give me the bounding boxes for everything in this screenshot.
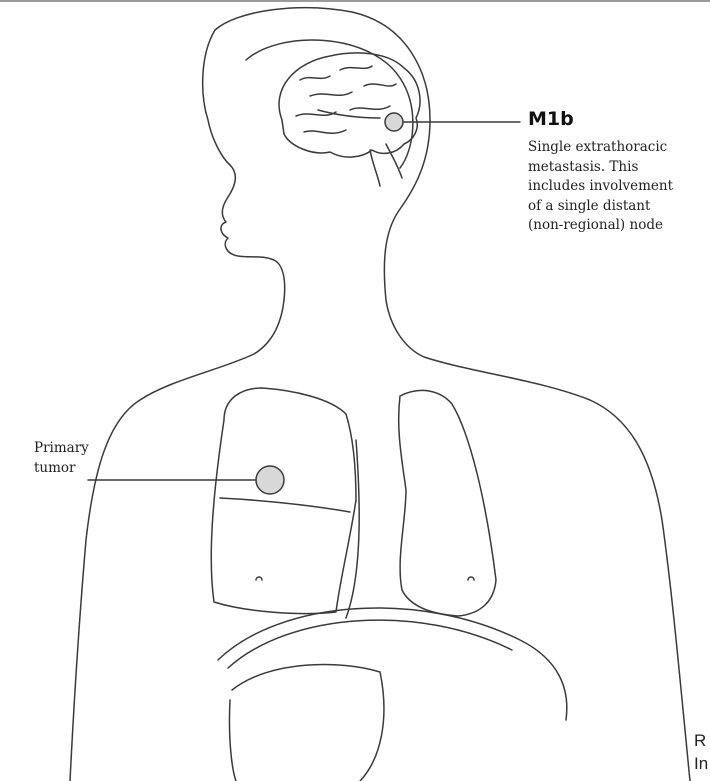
corner-text: R In [694,729,708,775]
left-lung [399,390,496,616]
brain-metastasis [385,113,403,131]
body-outline [215,8,690,781]
corner-text-line: In [694,752,708,775]
stage-description-line: of a single distant [528,197,710,217]
stage-title-text: M1b [528,108,574,130]
stage-title: M1b [528,108,574,130]
primary-tumor [256,466,284,494]
liver [232,665,384,781]
stage-description-line: Single extrathoracic [528,138,710,158]
stage-description-line: includes involvement [528,177,710,197]
corner-text-line: R [694,729,708,752]
diaphragm [218,608,567,720]
stage-description-line: metastasis. This [528,158,710,178]
primary-tumor-label: Primary tumor [34,439,89,478]
stage-description-line: (non-regional) node [528,216,710,236]
stage-description: Single extrathoracic metastasis. This in… [528,138,710,236]
primary-label-line: tumor [34,459,89,479]
right-lung [211,388,356,614]
primary-label-line: Primary [34,439,89,459]
